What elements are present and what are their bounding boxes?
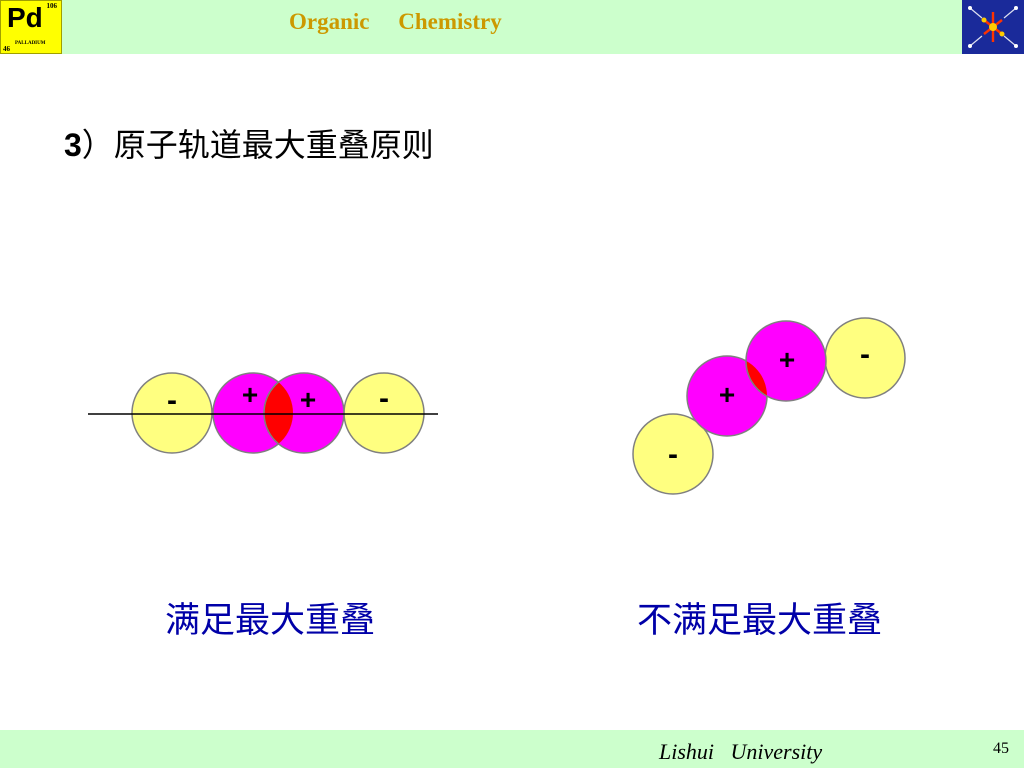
sign-label-left-2: +	[242, 379, 258, 410]
negative-lobe-right-1	[632, 413, 714, 495]
sign-label-left-3: +	[300, 384, 316, 415]
element-mass: 106	[46, 2, 58, 10]
molecule-logo-icon	[962, 0, 1024, 54]
heading-text: ）原子轨道最大重叠原则	[81, 126, 434, 164]
sign-label-right-4: -	[860, 338, 870, 371]
max-overlap-diagram: - + + -	[88, 372, 438, 454]
palladium-logo: Pd 106 PALLADIUM 46	[0, 0, 62, 54]
non-max-overlap-diagram: - + + -	[632, 317, 906, 495]
sign-label-right-3: +	[779, 344, 795, 375]
footer-band	[0, 730, 1024, 768]
caption-non-max-overlap: 不满足最大重叠	[637, 601, 883, 641]
element-number: 46	[3, 45, 10, 53]
negative-lobe-left-1	[131, 372, 213, 454]
sign-label-left-1: -	[167, 384, 177, 417]
course-title: Organic Chemistry	[289, 9, 502, 34]
caption-max-overlap: 满足最大重叠	[165, 601, 376, 641]
overlap-region-left	[263, 373, 293, 453]
heading-number: 3	[64, 127, 82, 163]
footer-university: Lishui University	[659, 739, 823, 764]
slide-heading: 3）原子轨道最大重叠原则	[64, 120, 434, 166]
sign-label-left-4: -	[379, 382, 389, 415]
header-band	[0, 0, 1024, 54]
element-symbol: Pd	[7, 2, 43, 33]
element-name: PALLADIUM	[15, 41, 46, 46]
sign-label-right-2: +	[719, 379, 735, 410]
sign-label-right-1: -	[668, 438, 678, 471]
page-number: 45	[993, 740, 1009, 757]
